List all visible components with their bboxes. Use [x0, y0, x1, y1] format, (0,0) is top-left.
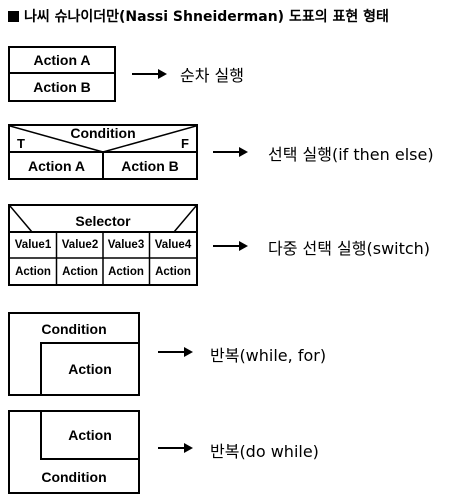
do-while-condition: Condition	[41, 469, 107, 485]
if-arrow-icon	[213, 147, 248, 157]
switch-action-3: Action	[108, 265, 144, 278]
do-while-label: 반복(do while)	[210, 442, 319, 461]
true-mark: T	[17, 135, 25, 151]
sequence-action-a: Action A	[10, 48, 114, 74]
sequence-arrow-icon	[132, 69, 167, 79]
sequence-label: 순차 실행	[180, 66, 244, 85]
while-condition: Condition	[41, 321, 107, 337]
while-label: 반복(while, for)	[210, 346, 327, 365]
if-label: 선택 실행(if then else)	[268, 145, 434, 164]
while-action: Action	[40, 342, 138, 394]
switch-diagram: Selector Value1 Value2 Value3 Value4 Act…	[8, 204, 198, 286]
if-then-else-diagram: Condition T F Action A Action B	[8, 124, 198, 180]
switch-label: 다중 선택 실행(switch)	[268, 239, 431, 258]
switch-selector: Selector	[75, 213, 131, 229]
page-title-text: 나씨 슈나이더만(Nassi Shneiderman) 도표의 표현 형태	[24, 9, 389, 25]
switch-action-4: Action	[155, 265, 191, 278]
if-action-a: Action A	[27, 157, 86, 174]
switch-value-3: Value3	[107, 239, 145, 251]
do-while-action: Action	[40, 412, 138, 460]
sequence-diagram: Action A Action B	[8, 46, 116, 102]
if-action-b: Action B	[121, 157, 179, 174]
false-mark: F	[181, 135, 189, 151]
while-diagram: Condition Action	[8, 312, 140, 396]
do-while-arrow-icon	[158, 443, 193, 453]
do-while-diagram: Action Condition	[8, 410, 140, 494]
if-condition: Condition	[70, 125, 136, 141]
selector-lines	[10, 206, 196, 284]
switch-value-2: Value2	[61, 239, 99, 251]
switch-value-1: Value1	[14, 239, 52, 251]
page-title: 나씨 슈나이더만(Nassi Shneiderman) 도표의 표현 형태	[8, 6, 389, 26]
square-bullet-icon	[8, 11, 19, 22]
condition-triangle-lines	[10, 126, 196, 178]
switch-value-4: Value4	[154, 239, 192, 251]
switch-action-2: Action	[62, 265, 98, 278]
while-arrow-icon	[158, 347, 193, 357]
switch-action-1: Action	[15, 265, 51, 278]
switch-arrow-icon	[213, 241, 248, 251]
sequence-action-b: Action B	[33, 79, 91, 95]
